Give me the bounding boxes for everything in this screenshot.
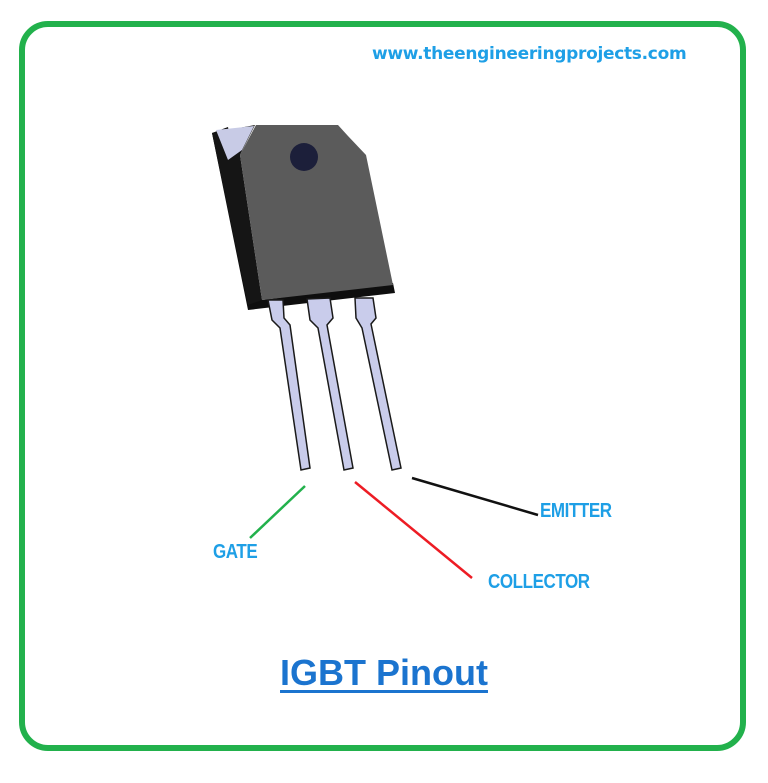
package-front-face — [240, 125, 393, 300]
package-tab-highlight — [216, 126, 254, 160]
diagram-title: IGBT Pinout — [280, 652, 488, 693]
package-back-tab — [212, 125, 262, 305]
pin-label-gate: GATE — [213, 541, 258, 563]
lead-gate — [267, 299, 311, 471]
mounting-hole — [290, 143, 318, 171]
pin-label-emitter: EMITTER — [540, 500, 612, 522]
leads — [267, 297, 402, 471]
gate-pointer-line — [249, 485, 306, 539]
lead-collector — [306, 297, 354, 471]
frame-border — [19, 21, 746, 751]
website-watermark: www.theengineeringprojects.com — [372, 44, 687, 64]
lead-emitter — [354, 297, 402, 471]
igbt-package — [212, 125, 395, 310]
emitter-pointer-line — [411, 476, 539, 517]
collector-pointer-line — [354, 481, 473, 579]
pin-label-collector: COLLECTOR — [488, 571, 590, 593]
